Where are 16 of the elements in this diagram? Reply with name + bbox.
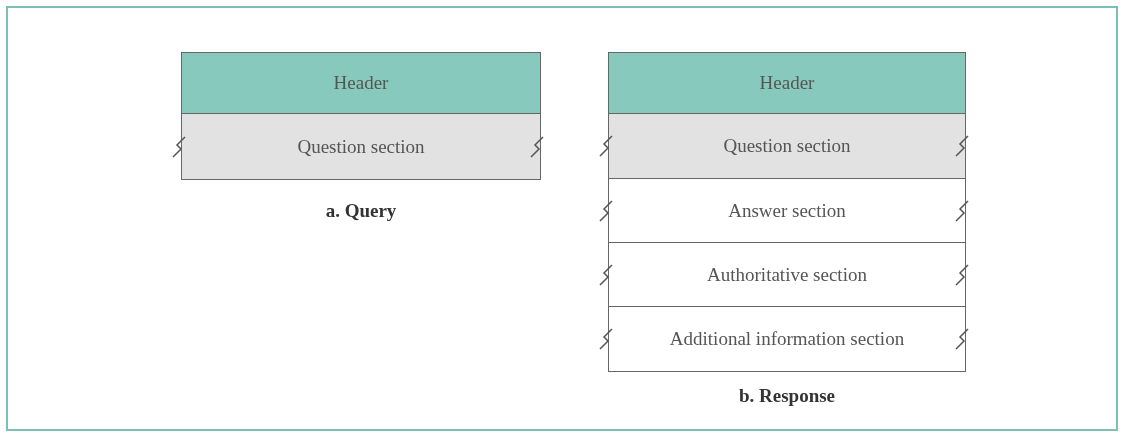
caption: b. Response <box>737 385 837 407</box>
section-field <box>181 113 541 180</box>
field-name: Question section <box>723 135 851 157</box>
section-field <box>608 178 966 243</box>
section-field <box>608 113 966 179</box>
header-field <box>608 52 966 114</box>
header-field <box>181 52 541 114</box>
field-name: Authoritative section <box>707 263 867 286</box>
field-name: Additional information section <box>669 328 905 350</box>
section-field <box>608 306 966 372</box>
field-name: Header <box>759 72 815 94</box>
caption: a. Query <box>324 200 398 222</box>
field-name: Header <box>333 72 389 94</box>
field-name: Answer section <box>728 199 846 222</box>
field-name: Question section <box>297 135 425 158</box>
section-field <box>608 242 966 307</box>
